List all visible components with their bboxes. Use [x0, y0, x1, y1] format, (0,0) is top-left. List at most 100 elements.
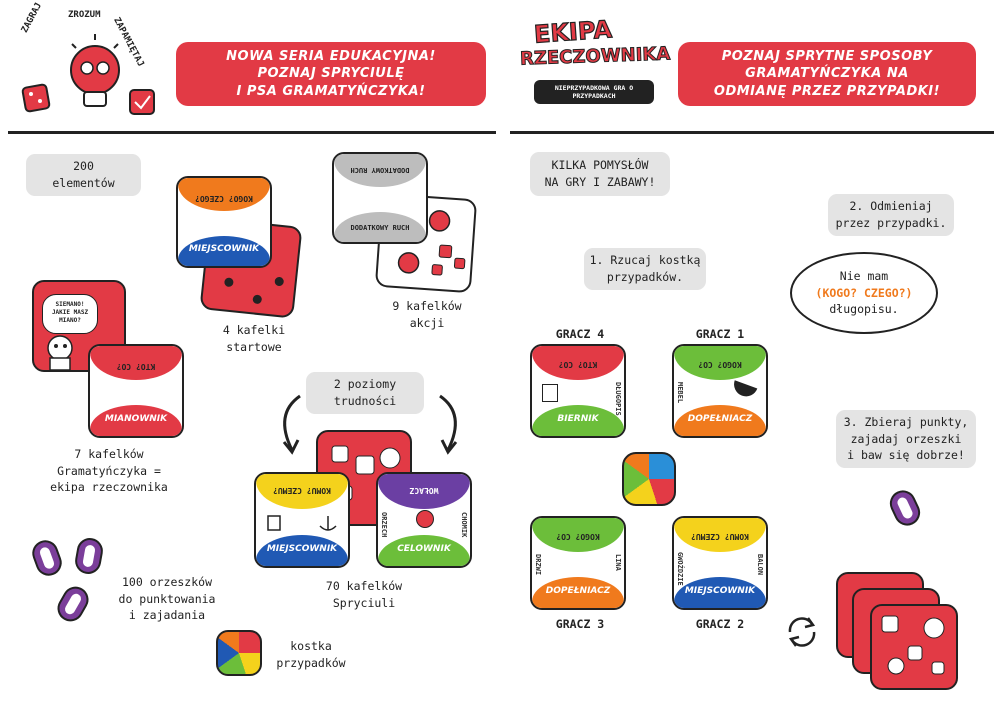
- grammar-tiles-caption-line-3: ekipa rzeczownika: [50, 480, 168, 495]
- start-tiles-caption: 4 kafelki startowe: [204, 322, 304, 355]
- spryciula-tile-2-left-word: ORZECH: [380, 512, 388, 538]
- rotate-arrows-icon: [788, 617, 816, 647]
- player-3-tile-bottom: DOPEŁNIACZ: [545, 586, 611, 596]
- peanut-icon: [885, 486, 925, 530]
- player-1-tile-top: KOGO? CO?: [698, 360, 742, 369]
- player-3-label: GRACZ 3: [555, 617, 605, 631]
- right-banner-line-3: ODMIANĘ PRZEZ PRZYPADKI!: [713, 83, 941, 99]
- grammar-tile-bottom-label: MIANOWNIK: [104, 414, 168, 424]
- action-tiles-caption: 9 kafelków akcji: [372, 298, 482, 331]
- player-4-tile-top: KTO? CO?: [558, 360, 598, 369]
- player-2-label: GRACZ 2: [695, 617, 745, 631]
- banana-icon: [730, 380, 758, 400]
- speech-line-1: Nie mam: [839, 269, 889, 283]
- game-logo: EKIPA RZECZOWNIKA NIEPRZYPADKOWA GRA O P…: [519, 15, 671, 110]
- step-3-line-1: 3. Zbieraj punkty,: [843, 415, 969, 429]
- step-3-label: 3. Zbieraj punkty, zajadaj orzeszki i ba…: [836, 410, 976, 468]
- action-tile-bottom-label: DODATKOWY RUCH: [350, 224, 410, 232]
- player-1-tile-side: MEBEL: [676, 382, 684, 404]
- peanut-icon: [28, 536, 66, 580]
- player-3-tile-top: KOGO? CO?: [556, 532, 600, 541]
- action-tile-top-label: DODATKOWY RUCH: [350, 166, 410, 174]
- step-1-line-2: przypadków.: [606, 269, 684, 284]
- die-caption: kostka przypadków: [266, 638, 356, 671]
- mug-anchor-icon: [267, 515, 337, 531]
- player-2-tile-top: KOMU? CZEMU?: [691, 532, 749, 541]
- bubble-line-1: SIEMANO!: [55, 301, 85, 308]
- elements-count-line-1: 200: [73, 159, 94, 173]
- bubble-line-3: MIANO?: [59, 316, 81, 324]
- ideas-line-2: NA GRY I ZABAWY!: [544, 174, 656, 189]
- left-banner: NOWA SERIA EDUKACYJNA! POZNAJ SPRYCIULĘ …: [176, 42, 486, 106]
- player-2-tile-right-word: BALON: [756, 554, 764, 576]
- start-tile-top-label: KOGO? CZEGO?: [195, 194, 253, 203]
- player-1-label: GRACZ 1: [695, 327, 745, 341]
- left-divider: [8, 131, 496, 134]
- game-logo-title-2: RZECZOWNIKA: [519, 43, 671, 70]
- player-3-tile-left-word: DRZWI: [534, 554, 542, 576]
- step-1-label: 1. Rzucaj kostką przypadków.: [584, 248, 706, 290]
- action-tiles-caption-line-1: 9 kafelków: [392, 299, 462, 313]
- player-4-tile: KTO? CO? DŁUGOPIS BIERNIK: [530, 344, 626, 438]
- lightbulb-icon: [416, 510, 434, 528]
- start-tiles-caption-line-2: startowe: [226, 339, 282, 354]
- arrows-icon: [282, 394, 458, 455]
- elements-count-label: 200 elementów: [26, 154, 141, 196]
- logo-badge: ZAGRAJ ZROZUM ZAPAMIĘTAJ: [20, 1, 170, 126]
- nuts-caption-line-1: 100 orzeszków: [121, 575, 212, 589]
- action-tiles-caption-line-2: akcji: [409, 315, 445, 330]
- player-2-tile-bottom: MIEJSCOWNIK: [684, 586, 756, 596]
- spryciula-tile-1: KOMU? CZEMU? MIEJSCOWNIK: [254, 472, 350, 568]
- step-2-line-1: 2. Odmieniaj: [849, 199, 933, 213]
- player-4-label: GRACZ 4: [555, 327, 605, 341]
- tile-stack-3: [870, 604, 958, 690]
- spryciula-caption: 70 kafelków Spryciuli: [304, 578, 424, 611]
- player-1-tile-bottom: DOPEŁNIACZ: [687, 414, 753, 424]
- nuts-caption-line-2: do punktowania: [118, 591, 216, 606]
- player-4-tile-side: DŁUGOPIS: [614, 382, 622, 416]
- die-caption-line-2: przypadków: [276, 655, 346, 670]
- game-logo-subtitle-text: NIEPRZYPADKOWA GRA O PRZYPADKACH: [554, 84, 634, 100]
- grammar-tile-back: SIEMANO! JAKIE MASZ MIANO?: [32, 280, 126, 372]
- spryciula-tile-2: WOŁACZ ORZECH CHOMIK CELOWNIK: [376, 472, 472, 568]
- peanut-icon: [52, 581, 94, 627]
- step-2-label: 2. Odmieniaj przez przypadki.: [828, 194, 954, 236]
- spryciula-tile-1-top-label: KOMU? CZEMU?: [273, 486, 331, 495]
- logo-word-2: ZROZUM: [68, 10, 101, 20]
- grammar-tile-top-label: KTO? CO?: [116, 362, 156, 371]
- spryciula-tile-2-top-label: WOŁACZ: [409, 486, 439, 495]
- speech-highlight: (KOGO? CZEGO?): [815, 285, 913, 300]
- grammar-tiles-caption-line-1: 7 kafelków: [74, 447, 144, 461]
- peanut-icon: [73, 536, 105, 576]
- player-3-tile: KOGO? CO? DRZWI LINA DOPEŁNIACZ: [530, 516, 626, 610]
- left-banner-line-2: POZNAJ SPRYCIULĘ: [257, 66, 405, 82]
- step-3-line-3: i baw się dobrze!: [847, 448, 965, 463]
- grammar-tile: KTO? CO? MIANOWNIK: [88, 344, 184, 438]
- spryciula-caption-line-2: Spryciuli: [332, 595, 396, 610]
- case-die-icon: [622, 452, 676, 506]
- action-tile-front: [374, 192, 478, 294]
- spryciula-caption-line-1: 70 kafelków: [325, 579, 403, 593]
- case-die-icon: [216, 630, 262, 676]
- game-logo-subtitle: NIEPRZYPADKOWA GRA O PRZYPADKACH: [534, 80, 654, 104]
- grammar-tiles-caption-line-2: Gramatyńczyka =: [57, 463, 161, 478]
- bubble-line-2: JAKIE MASZ: [51, 308, 89, 316]
- difficulty-levels-line-2: trudności: [333, 393, 397, 408]
- step-3-line-2: zajadaj orzeszki: [850, 431, 962, 446]
- step-2-line-2: przez przypadki.: [835, 215, 947, 230]
- grammar-tiles-caption: 7 kafelków Gramatyńczyka = ekipa rzeczow…: [34, 446, 184, 496]
- player-1-tile: KOGO? CO? MEBEL DOPEŁNIACZ: [672, 344, 768, 438]
- speech-cloud: Nie mam (KOGO? CZEGO?) długopisu.: [790, 252, 938, 334]
- difficulty-levels-line-1: 2 poziomy: [333, 377, 397, 391]
- right-divider: [510, 131, 994, 134]
- nuts-caption-line-3: i zajadania: [128, 608, 206, 623]
- player-3-tile-right-word: LINA: [614, 554, 622, 571]
- game-logo-title-1: EKIPA: [533, 15, 614, 50]
- spryciula-tile-1-bottom-label: MIEJSCOWNIK: [266, 544, 338, 554]
- lightbulb-icon: [21, 34, 155, 115]
- dog-icon: [47, 335, 73, 370]
- right-banner-line-2: GRAMATYŃCZYKA NA: [745, 66, 909, 82]
- player-2-tile: KOMU? CZEMU? GWOŹDZIE BALON MIEJSCOWNIK: [672, 516, 768, 610]
- ideas-line-1: KILKA POMYSŁÓW: [551, 158, 649, 172]
- spryciula-tile-2-bottom-label: CELOWNIK: [397, 544, 451, 554]
